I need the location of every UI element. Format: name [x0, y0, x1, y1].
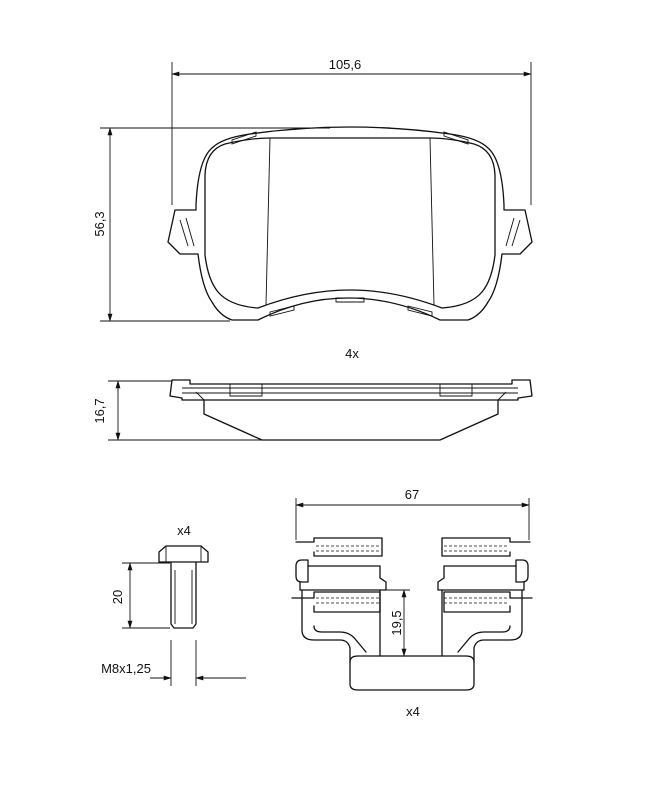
pad-front-view — [167, 126, 533, 321]
pad-thickness-label: 16,7 — [92, 398, 107, 423]
dimension-bolt-thread: M8x1,25 — [101, 640, 246, 686]
bolt-length-label: 20 — [110, 590, 125, 604]
pad-width-label: 105,6 — [329, 57, 362, 72]
bolt-thread-label: M8x1,25 — [101, 661, 151, 676]
pad-quantity-label: 4x — [345, 346, 359, 361]
spring-clip-drawing — [291, 537, 533, 691]
clip-depth-label: 19,5 — [389, 610, 404, 635]
dimension-clip-depth: 19,5 — [386, 589, 410, 657]
dimension-clip-width: 67 — [295, 487, 530, 540]
bolt-quantity-label: x4 — [177, 523, 191, 538]
dimension-bolt-length: 20 — [110, 562, 170, 629]
pad-side-view — [169, 379, 533, 441]
dimension-pad-thickness: 16,7 — [92, 380, 262, 441]
pad-height-label: 56,3 — [92, 211, 107, 236]
clip-width-label: 67 — [405, 487, 419, 502]
dimension-pad-height: 56,3 — [92, 127, 330, 322]
clip-quantity-label: x4 — [406, 704, 420, 719]
bolt-drawing — [158, 545, 209, 629]
dimension-pad-width: 105,6 — [171, 57, 532, 205]
